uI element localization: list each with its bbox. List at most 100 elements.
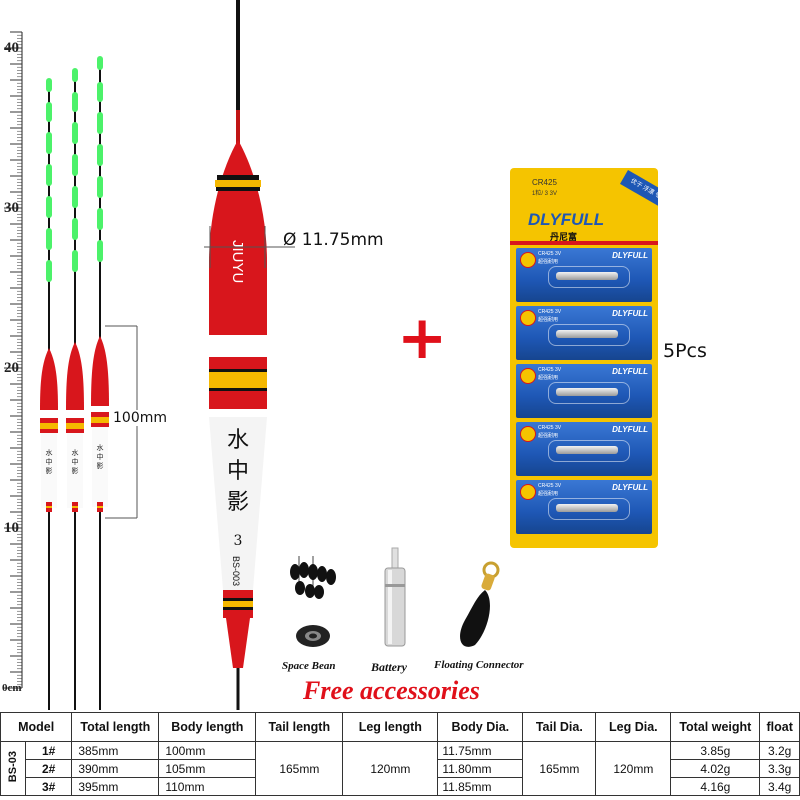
svg-text:水: 水 xyxy=(72,448,79,457)
cell-total-weight: 4.16g xyxy=(670,777,761,796)
header-leg-dia: Leg Dia. xyxy=(595,712,672,742)
cell-battery-stick xyxy=(556,272,618,280)
battery-cell: DLYFULL CR425 3V 超强耐用 xyxy=(516,480,652,534)
table-row: BS-03 1# 385mm 100mm 165mm 120mm 11.75mm… xyxy=(0,741,800,796)
ruler-label-0: 0cm xyxy=(2,682,22,694)
cell-model: CR425 3V xyxy=(538,483,562,489)
body-length-label: 100mm xyxy=(113,410,167,426)
small-float-3: 水 中 影 xyxy=(91,56,109,710)
cell-brand: DLYFULL xyxy=(612,251,648,260)
cell-brand: DLYFULL xyxy=(612,309,648,318)
cell-brand: DLYFULL xyxy=(612,425,648,434)
float-number: 3 xyxy=(234,533,243,549)
cell-chinese: 超强耐用 xyxy=(538,433,559,439)
svg-text:中: 中 xyxy=(46,457,53,466)
cell-leg-length: 120mm xyxy=(342,741,439,796)
svg-text:水: 水 xyxy=(46,448,53,457)
cell-seal-icon xyxy=(520,484,536,500)
cell-seal-icon xyxy=(520,368,536,384)
series-label: BS-03 xyxy=(7,751,19,783)
floating-connector-icon xyxy=(460,561,500,647)
cell-tail-dia: 165mm xyxy=(522,741,597,796)
cell-body-dia: 11.85mm xyxy=(437,777,524,796)
card-model: CR425 xyxy=(532,178,557,187)
cell-body-dia: 11.80mm xyxy=(437,759,524,778)
cell-body-length: 110mm xyxy=(158,777,257,796)
battery-card: CR425 1粒/ 3 3V 优于 浮漂 专用 DLYFULL 丹尼富 DLYF… xyxy=(510,168,658,548)
spec-table-header: Model Total length Body length Tail leng… xyxy=(0,712,800,742)
spec-table: Model Total length Body length Tail leng… xyxy=(0,712,800,796)
float-model: BS-003 xyxy=(231,556,241,586)
float-chinese-3: 影 xyxy=(227,490,249,515)
row-number: 2# xyxy=(24,759,73,778)
cell-battery-stick xyxy=(556,388,618,396)
cell-blister xyxy=(548,324,630,346)
svg-text:影: 影 xyxy=(72,466,79,475)
cell-float: 3.4g xyxy=(759,777,800,796)
cell-seal-icon xyxy=(520,252,536,268)
cell-seal-icon xyxy=(520,310,536,326)
battery-cells: DLYFULL CR425 3V 超强耐用 DLYFULL CR425 3V 超强耐用 DL… xyxy=(510,248,658,538)
cell-brand: DLYFULL xyxy=(612,483,648,492)
ruler-ticks xyxy=(4,31,23,689)
card-divider xyxy=(510,241,658,245)
cell-body-dia: 11.75mm xyxy=(437,741,524,760)
cell-chinese: 超强耐用 xyxy=(538,375,559,381)
cell-model: CR425 3V xyxy=(538,309,562,315)
float-chinese-1: 水 xyxy=(227,428,249,453)
ruler: 40 30 20 10 0cm xyxy=(0,0,40,706)
cell-body-length: 100mm xyxy=(158,741,257,760)
large-float: JIUYU 水 中 影 3 BS-003 xyxy=(209,0,267,710)
small-float-2: 水 中 影 xyxy=(66,68,84,710)
cell-total-weight: 3.85g xyxy=(670,741,761,760)
ruler-label-30: 30 xyxy=(4,200,19,216)
small-float-1: 水 中 影 xyxy=(40,78,58,710)
header-total-length: Total length xyxy=(71,712,160,742)
header-tail-dia: Tail Dia. xyxy=(522,712,597,742)
header-body-length: Body length xyxy=(158,712,257,742)
float-brand: JIUYU xyxy=(229,240,246,283)
float-chinese-2: 中 xyxy=(227,459,249,484)
cell-chinese: 超强耐用 xyxy=(538,491,559,497)
cell-blister xyxy=(548,382,630,404)
cell-leg-dia: 120mm xyxy=(595,741,672,796)
battery-cell: DLYFULL CR425 3V 超强耐用 xyxy=(516,422,652,476)
cell-model: CR425 3V xyxy=(538,425,562,431)
svg-text:中: 中 xyxy=(97,452,104,461)
battery-icon xyxy=(384,547,406,647)
ruler-label-10: 10 xyxy=(4,520,19,536)
table-row: 3# 395mm 110mm 11.85mm 4.16g 3.4g xyxy=(1,777,800,796)
space-bean-icon xyxy=(290,556,336,647)
ruler-label-20: 20 xyxy=(4,360,19,376)
cell-total-length: 390mm xyxy=(71,759,160,778)
card-brand: DLYFULL xyxy=(528,210,605,229)
plus-sign: + xyxy=(397,303,448,373)
cell-blister xyxy=(548,498,630,520)
cell-float: 3.3g xyxy=(759,759,800,778)
series-cell: BS-03 xyxy=(0,741,26,796)
cell-float: 3.2g xyxy=(759,741,800,760)
small-floats: 水 中 影 水 中 影 xyxy=(40,56,109,710)
battery-label: Battery xyxy=(371,660,407,674)
card-brand-cn: 丹尼富 xyxy=(550,232,578,242)
cell-model: CR425 3V xyxy=(538,251,562,257)
svg-text:中: 中 xyxy=(72,457,79,466)
svg-text:水: 水 xyxy=(97,443,104,452)
cell-blister xyxy=(548,440,630,462)
cell-total-weight: 4.02g xyxy=(670,759,761,778)
cell-battery-stick xyxy=(556,446,618,454)
svg-text:影: 影 xyxy=(46,466,53,475)
cell-total-length: 385mm xyxy=(71,741,160,760)
cell-brand: DLYFULL xyxy=(612,367,648,376)
cell-battery-stick xyxy=(556,504,618,512)
header-tail-length: Tail length xyxy=(255,712,344,742)
cell-tail-length: 165mm xyxy=(255,741,344,796)
card-spec: 1粒/ 3 3V xyxy=(532,191,558,197)
quantity-label: 5Pcs xyxy=(663,340,707,362)
cell-total-length: 395mm xyxy=(71,777,160,796)
header-float: float xyxy=(759,712,800,742)
diameter-marker xyxy=(204,226,295,268)
